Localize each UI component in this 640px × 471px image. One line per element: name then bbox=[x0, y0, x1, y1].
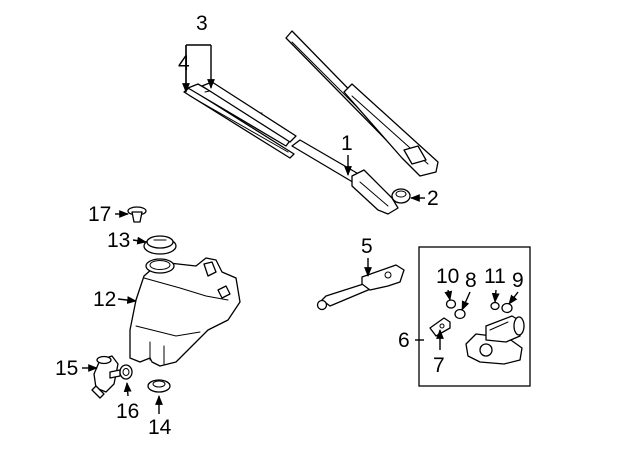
wiper-blade bbox=[183, 83, 295, 159]
upper-wiper-arm-blade bbox=[285, 30, 439, 177]
nut-11 bbox=[490, 301, 500, 311]
grommet-10 bbox=[445, 299, 457, 309]
wiper-arm bbox=[201, 81, 399, 215]
callout-14: 14 bbox=[148, 416, 172, 439]
washer-reservoir bbox=[129, 257, 241, 367]
plug bbox=[127, 206, 147, 223]
callout-17: 17 bbox=[88, 203, 111, 226]
washer-pump bbox=[91, 355, 121, 399]
callout-labels: 1 2 3 4 5 6 7 8 9 10 11 12 13 14 15 16 1… bbox=[55, 12, 524, 439]
callout-7: 7 bbox=[433, 354, 445, 377]
callout-16: 16 bbox=[116, 400, 139, 423]
pump-seal bbox=[119, 364, 133, 380]
wiper-linkage bbox=[316, 264, 405, 311]
grommet-8 bbox=[454, 308, 466, 320]
callout-13: 13 bbox=[107, 229, 130, 252]
callout-4: 4 bbox=[178, 52, 190, 75]
pivot-nut bbox=[391, 188, 411, 204]
callout-12: 12 bbox=[93, 288, 116, 311]
wiper-motor bbox=[465, 315, 525, 365]
filler-cap bbox=[143, 235, 177, 255]
leader-lines bbox=[82, 44, 519, 414]
pump-grommet bbox=[147, 379, 171, 393]
bushing-9 bbox=[501, 302, 513, 314]
callout-15: 15 bbox=[55, 357, 78, 380]
callout-10: 10 bbox=[436, 265, 459, 288]
callout-8: 8 bbox=[465, 269, 477, 292]
callout-2: 2 bbox=[427, 187, 439, 210]
callout-1: 1 bbox=[341, 132, 353, 155]
callout-6: 6 bbox=[398, 329, 410, 352]
callout-9: 9 bbox=[512, 269, 524, 292]
callout-3: 3 bbox=[196, 12, 208, 35]
motor-assembly-box bbox=[418, 246, 531, 387]
callout-5: 5 bbox=[361, 235, 373, 258]
callout-11: 11 bbox=[484, 265, 506, 288]
